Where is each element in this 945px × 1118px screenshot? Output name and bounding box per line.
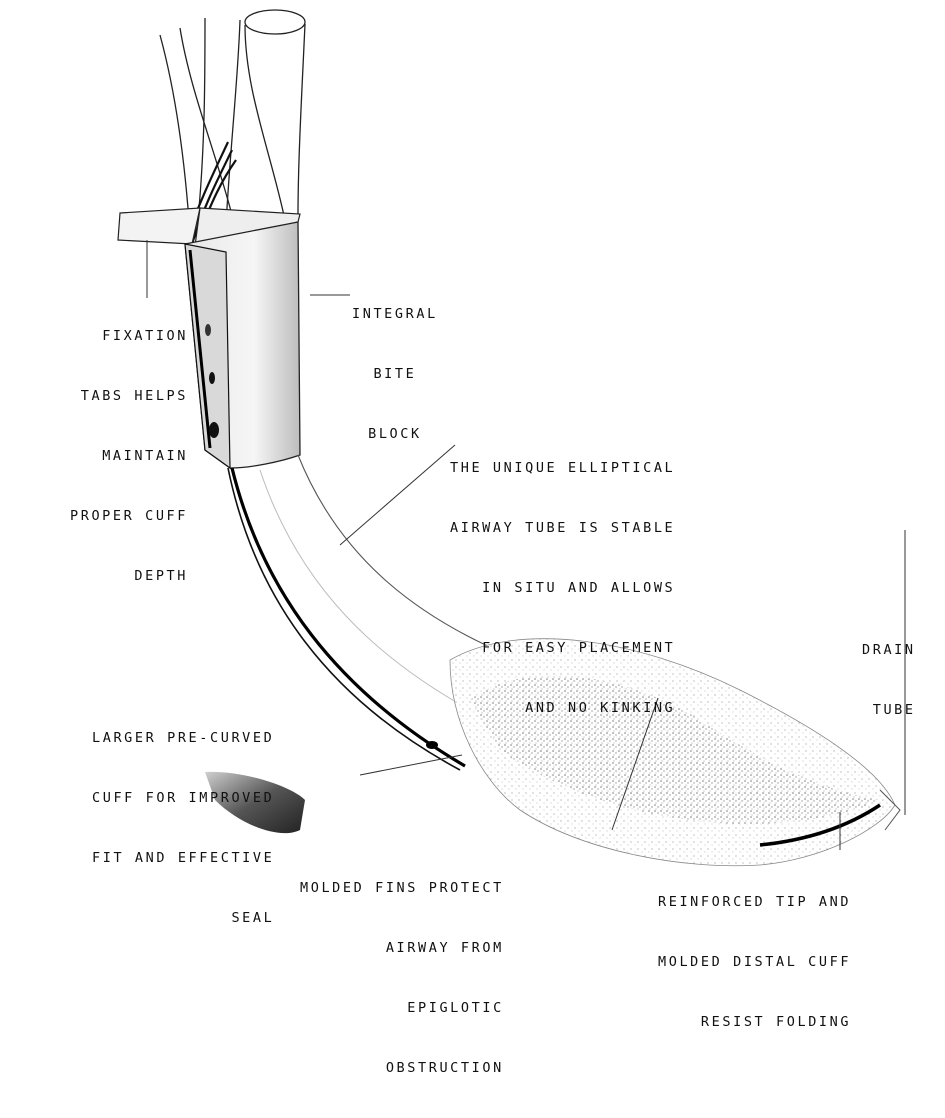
molded-fins-line-2: AIRWAY FROM (300, 938, 504, 958)
callout-reinforced-tip: REINFORCED TIP AND MOLDED DISTAL CUFF RE… (658, 852, 851, 1072)
molded-fins-line-4: OBSTRUCTION (300, 1058, 504, 1078)
airway-tube-line-5: AND NO KINKING (450, 698, 675, 718)
airway-tube-line-4: FOR EASY PLACEMENT (450, 638, 675, 658)
bite-block-line-2: BITE (352, 364, 438, 384)
airway-tube-line-2: AIRWAY TUBE IS STABLE (450, 518, 675, 538)
fixation-tabs-line-1: FIXATION (70, 326, 188, 346)
larger-cuff-line-4: SEAL (92, 908, 274, 928)
fixation-tabs-line-2: TABS HELPS (70, 386, 188, 406)
airway-device-diagram: FIXATION TABS HELPS MAINTAIN PROPER CUFF… (0, 0, 945, 915)
bite-block-line-1: INTEGRAL (352, 304, 438, 324)
bite-block-line-3: BLOCK (352, 424, 438, 444)
reinforced-tip-line-2: MOLDED DISTAL CUFF (658, 952, 851, 972)
reinforced-tip-line-1: REINFORCED TIP AND (658, 892, 851, 912)
callout-airway-tube: THE UNIQUE ELLIPTICAL AIRWAY TUBE IS STA… (450, 418, 675, 758)
fixation-tabs-line-4: PROPER CUFF (70, 506, 188, 526)
drain-tube-line-2: TUBE (862, 700, 916, 720)
larger-cuff-line-1: LARGER PRE-CURVED (92, 728, 274, 748)
callout-fixation-tabs: FIXATION TABS HELPS MAINTAIN PROPER CUFF… (70, 286, 188, 626)
callout-drain-tube: DRAIN TUBE (862, 600, 916, 760)
fixation-tabs-line-5: DEPTH (70, 566, 188, 586)
bite-block (185, 222, 300, 468)
larger-cuff-line-2: CUFF FOR IMPROVED (92, 788, 274, 808)
callout-bite-block: INTEGRAL BITE BLOCK (352, 264, 438, 484)
drain-tube-line-1: DRAIN (862, 640, 916, 660)
molded-fins-line-1: MOLDED FINS PROTECT (300, 878, 504, 898)
larger-cuff-line-3: FIT AND EFFECTIVE (92, 848, 274, 868)
callout-larger-cuff: LARGER PRE-CURVED CUFF FOR IMPROVED FIT … (92, 688, 274, 968)
reinforced-tip-line-3: RESIST FOLDING (658, 1012, 851, 1032)
airway-tube-line-3: IN SITU AND ALLOWS (450, 578, 675, 598)
callout-molded-fins: MOLDED FINS PROTECT AIRWAY FROM EPIGLOTI… (300, 838, 504, 1118)
connector-tubes (160, 10, 305, 238)
fixation-tabs-line-3: MAINTAIN (70, 446, 188, 466)
molded-fins-line-3: EPIGLOTIC (300, 998, 504, 1018)
airway-tube-line-1: THE UNIQUE ELLIPTICAL (450, 458, 675, 478)
